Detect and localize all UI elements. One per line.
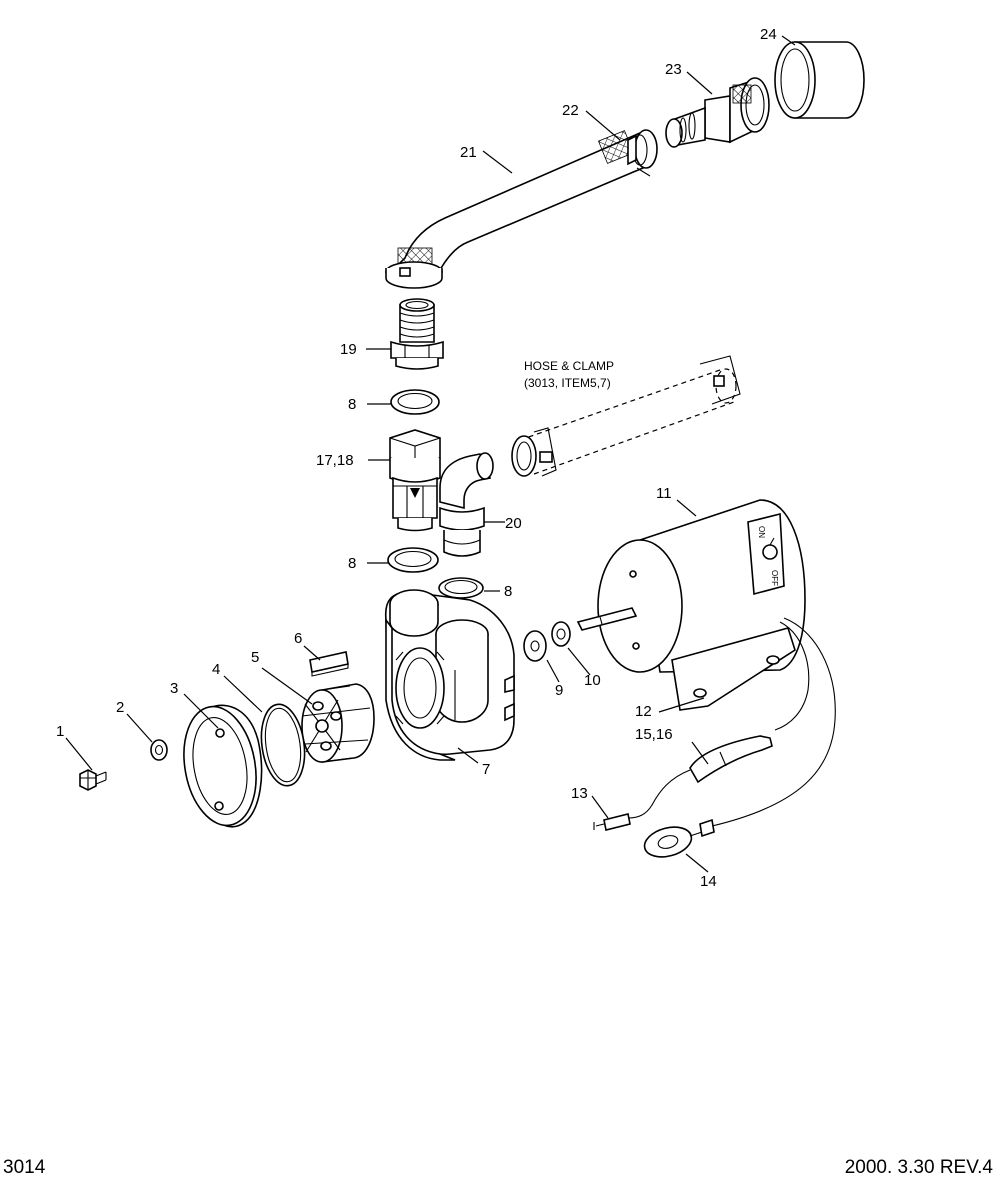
part-6-key xyxy=(309,651,349,677)
leader-lines xyxy=(65,35,796,873)
label-part-21: 21 xyxy=(460,144,477,161)
part-10-washer xyxy=(551,621,571,647)
part-24-end-cap xyxy=(774,41,865,119)
revision-stamp: 2000. 3.30 REV.4 xyxy=(845,1157,994,1178)
part-4-o-ring xyxy=(260,703,306,787)
label-part-1: 1 xyxy=(56,723,64,740)
label-part-19: 19 xyxy=(340,341,357,358)
label-part-6: 6 xyxy=(294,630,302,647)
part-19-nipple xyxy=(390,298,444,370)
label-part-7: 7 xyxy=(482,761,490,778)
label-part-22: 22 xyxy=(562,102,579,119)
label-part-17-18: 17,18 xyxy=(316,452,354,469)
label-part-8-middle: 8 xyxy=(348,555,356,572)
label-part-8-upper: 8 xyxy=(348,396,356,413)
label-part-11: 11 xyxy=(656,485,672,502)
label-part-4: 4 xyxy=(212,661,220,678)
part-23-strainer-fitting xyxy=(665,77,770,148)
part-3-cover-plate xyxy=(183,704,263,828)
label-part-10: 10 xyxy=(584,672,601,689)
hose-clamp-note: HOSE & CLAMP (3013, ITEM5,7) xyxy=(524,359,614,390)
part-7-pump-housing xyxy=(384,589,515,761)
switch-off-label: OFF xyxy=(770,570,779,586)
label-part-9: 9 xyxy=(555,682,563,699)
label-part-3: 3 xyxy=(170,680,178,697)
part-9-washer xyxy=(523,630,547,662)
label-part-23: 23 xyxy=(665,61,682,78)
label-part-8-right: 8 xyxy=(504,583,512,600)
note-line-1: HOSE & CLAMP xyxy=(524,359,614,373)
part-13-16-power-cord xyxy=(593,617,836,858)
switch-on-label: ON xyxy=(757,526,766,538)
label-part-12: 12 xyxy=(635,703,652,720)
part-17-18-check-valve xyxy=(389,429,441,532)
label-part-13: 13 xyxy=(571,785,588,802)
footer: 3014 2000. 3.30 REV.4 xyxy=(3,1157,993,1178)
label-part-5: 5 xyxy=(251,649,259,666)
label-part-15-16: 15,16 xyxy=(635,726,673,743)
part-12-motor-base xyxy=(671,627,796,711)
part-2-washer xyxy=(150,739,168,761)
part-1-bolt xyxy=(79,769,107,791)
label-part-24: 24 xyxy=(760,26,777,43)
part-8-gasket-middle xyxy=(387,547,439,573)
part-8-gasket-right xyxy=(438,577,484,599)
part-20-elbow xyxy=(439,452,494,557)
drawing-number: 3014 xyxy=(3,1157,46,1178)
part-number-labels: 1 2 3 4 5 6 7 8 8 8 9 10 11 12 13 14 15,… xyxy=(56,26,777,890)
part-5-impeller xyxy=(301,683,375,763)
label-part-14: 14 xyxy=(700,873,717,890)
hose-and-clamp-reference xyxy=(511,355,741,477)
motor-switch-labels: ON OFF xyxy=(757,526,779,586)
part-8-gasket-upper xyxy=(390,389,440,415)
note-line-2: (3013, ITEM5,7) xyxy=(524,376,611,390)
part-11-motor xyxy=(576,499,806,673)
label-part-20: 20 xyxy=(505,515,522,532)
label-part-2: 2 xyxy=(116,699,124,716)
part-21-suction-pipe xyxy=(385,129,658,289)
